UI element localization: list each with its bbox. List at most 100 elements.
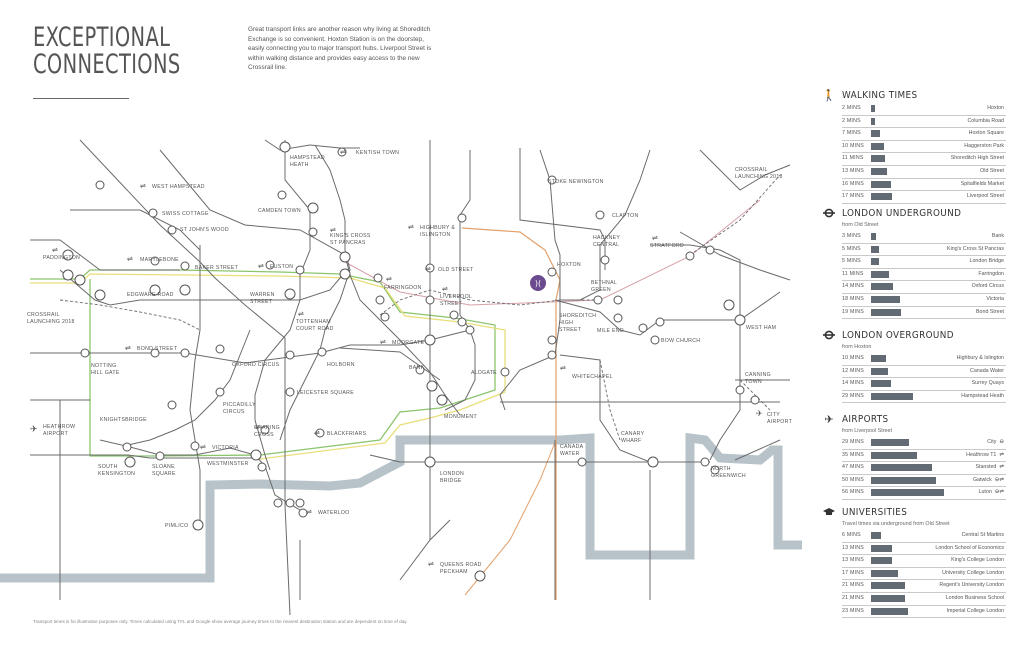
destination-label: Farringdon	[978, 271, 1004, 277]
label-swiss-cottage: SWISS COTTAGE	[162, 211, 209, 217]
rail-icon: ⇌	[52, 246, 58, 254]
journey-time-bar	[871, 464, 933, 472]
destination-label: Oxford Circus	[972, 283, 1004, 289]
label-moorgate: MOORGATE	[392, 340, 425, 346]
station-markers	[62, 141, 760, 582]
journey-time-bar	[871, 167, 888, 175]
journey-time-bar	[871, 544, 892, 552]
label-pimlico: PIMLICO	[165, 523, 188, 529]
title-line-2: CONNECTIONS	[33, 49, 181, 80]
journey-time: 50 MINS	[842, 476, 865, 483]
journey-time-bar	[871, 594, 905, 602]
destination-name: Stansted	[975, 464, 997, 471]
journey-time: 21 MINS	[842, 594, 865, 601]
journey-time: 16 MINS	[842, 180, 865, 187]
journey-time-bar	[871, 283, 894, 291]
journey-time-bar	[871, 180, 891, 188]
destination-name: Haggerston Park	[964, 142, 1004, 149]
destination-label: Surrey Quays	[972, 380, 1004, 386]
journey-time-bar	[871, 130, 880, 138]
destination-label: King's College London	[951, 557, 1004, 563]
journey-time: 47 MINS	[842, 464, 865, 471]
label-bond-street: BOND STREET	[137, 346, 178, 352]
overground-header: LONDON OVERGROUND	[822, 328, 1006, 342]
destination-name: Hampstead Heath	[961, 392, 1004, 399]
journey-time-bar	[871, 355, 886, 362]
label-kentish-town: KENTISH TOWN	[356, 150, 399, 156]
destination-name: Hoxton	[987, 105, 1004, 111]
destination-name: Spitalfields Market	[960, 180, 1004, 187]
journey-time: 29 MINS	[842, 439, 865, 445]
map-rail-icons: ⇌ ⇌ ⇌ ⇌ ⇌ ⇌ ⇌ ⇌ ⇌ ⇌ ⇌ ⇌ ⇌ ⇌ ⇌ ⇌ ⇌ ⇌ ⇌ ⇌ …	[30, 148, 763, 568]
journey-time-bar	[871, 193, 893, 201]
destination-name: Farringdon	[978, 270, 1004, 277]
rail-icon: ⇌	[386, 275, 392, 283]
journey-time-bar	[871, 439, 909, 446]
rail-icon: ⇌	[306, 508, 312, 516]
journey-time-bar	[871, 532, 881, 539]
journey-time-bar	[871, 295, 900, 303]
walking-person-icon: 🚶	[822, 89, 836, 102]
universities-title: UNIVERSITIES	[842, 506, 908, 518]
journey-time: 7 MINS	[842, 130, 861, 137]
label-st-johns-wood: ST JOHN'S WOOD	[180, 227, 229, 233]
journey-time: 5 MINS	[842, 245, 861, 252]
journey-time-bar	[871, 308, 902, 316]
destination-label: Luton⊖⇌	[979, 489, 1004, 495]
destination-name: King's Cross St Pancras	[947, 245, 1004, 252]
destination-label: Spitalfields Market	[961, 181, 1004, 187]
rail-icon: ⇌	[127, 255, 133, 263]
destination-label: City⊖	[987, 439, 1004, 445]
destination-label: Hampstead Heath	[961, 393, 1004, 399]
journey-time: 11 MINS	[842, 270, 864, 277]
journey-time: 14 MINS	[842, 380, 865, 387]
journey-time-bar	[871, 105, 875, 112]
journey-time: 17 MINS	[842, 193, 865, 200]
rail-icon: ⇌	[425, 265, 431, 273]
roundel-icon	[822, 329, 836, 341]
destination-name: Bond Street	[976, 308, 1004, 315]
label-bow-church: BOW CHURCH	[661, 338, 700, 344]
destination-name: Canada Water	[970, 367, 1004, 374]
journey-time-bar	[871, 270, 889, 278]
rail-icon: ⇌	[255, 423, 261, 431]
underground-header: LONDON UNDERGROUND	[822, 206, 1006, 220]
label-whitechapel: WHITECHAPEL	[572, 374, 613, 380]
roundel-icon	[822, 207, 836, 219]
destination-label: University College London	[942, 570, 1004, 576]
rail-icon: ⇌	[298, 310, 304, 318]
journey-time: 14 MINS	[842, 283, 865, 290]
transport-mode-icon: ⇌	[999, 464, 1004, 471]
destination-label: Heathrow T1⇌	[966, 452, 1004, 458]
airports-list: 29 MINS City⊖ 35 MINS Heathrow T1⇌ 47 MINS St…	[822, 437, 1006, 500]
destination-name: Oxford Circus	[971, 283, 1004, 290]
journey-time: 35 MINS	[842, 451, 865, 458]
destination-name: Surrey Quays	[971, 380, 1004, 387]
underground-row: 19 MINS Bond Street	[842, 307, 1006, 320]
destination-label: Liverpool Street	[967, 193, 1004, 199]
journey-time-bar	[871, 557, 892, 565]
rail-icon: ⇌	[560, 364, 566, 372]
airports-row: 29 MINS City⊖	[842, 437, 1006, 450]
label-stoke-newington: STOKE NEWINGTON	[548, 179, 604, 185]
destination-name: Heathrow T1	[966, 451, 997, 458]
overground-subtitle: from Hoxton	[842, 344, 872, 350]
journey-time: 19 MINS	[842, 308, 865, 315]
journey-time-bar	[871, 233, 876, 240]
destination-name: Imperial College London	[946, 607, 1004, 614]
